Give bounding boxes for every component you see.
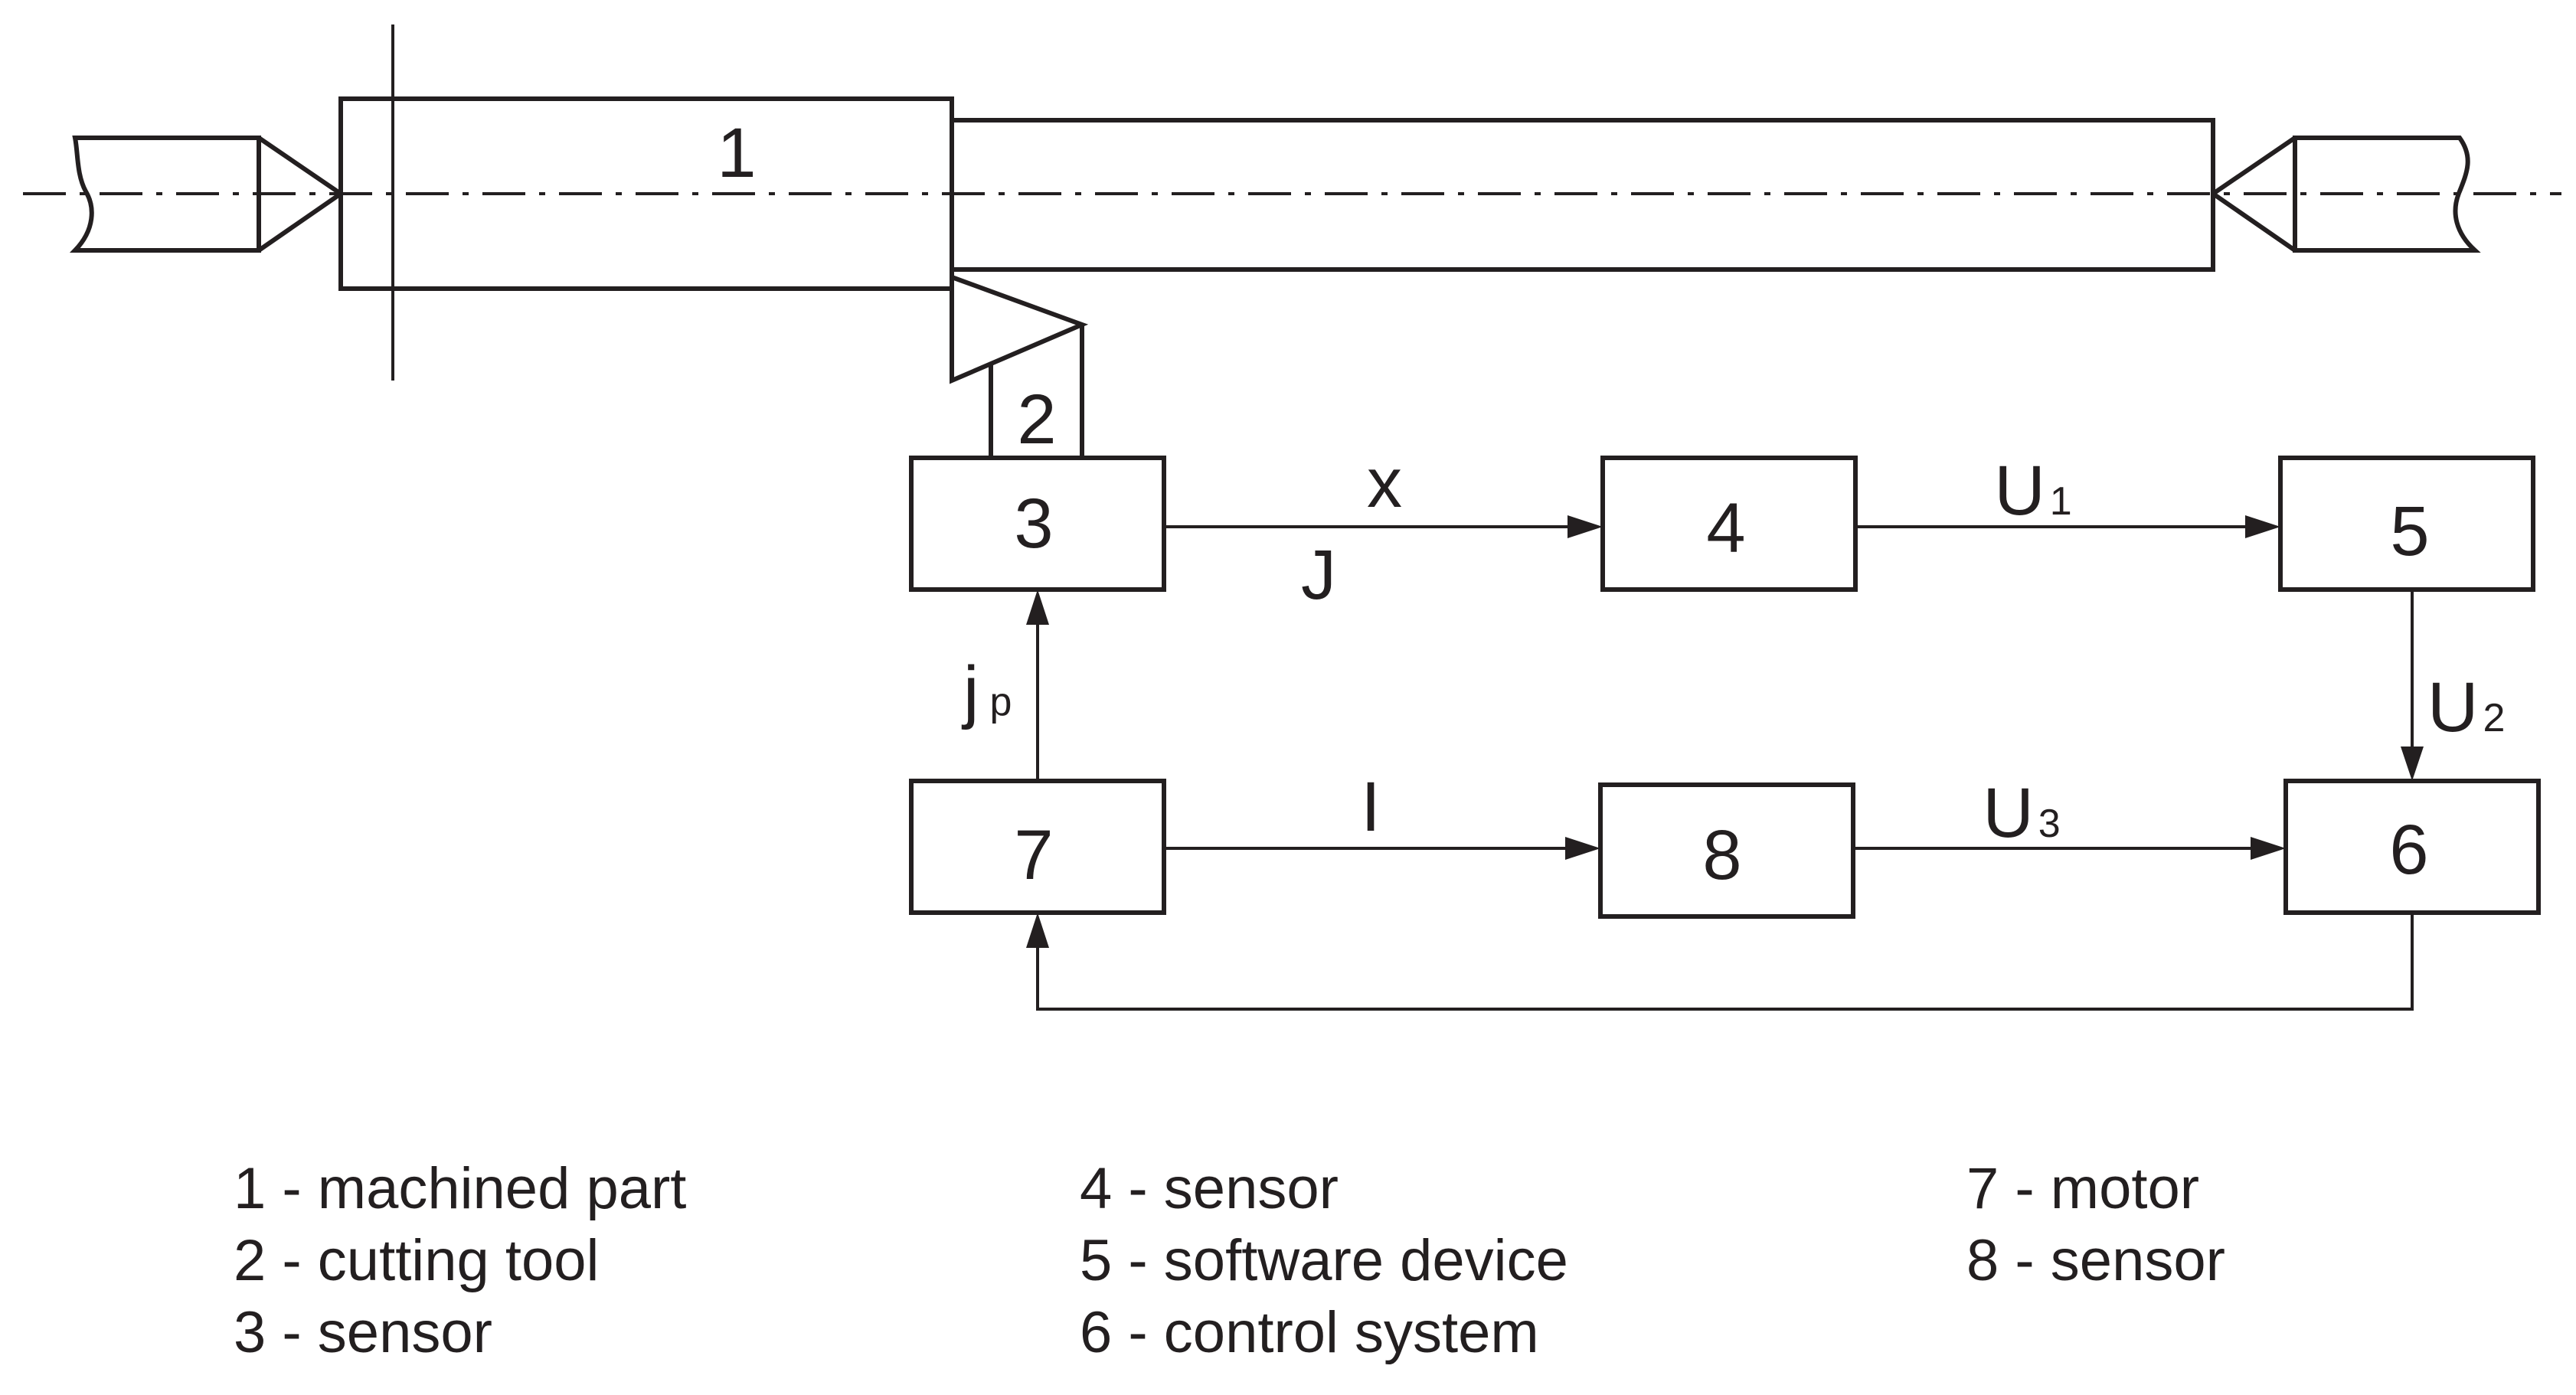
signal-J: J (1301, 536, 1336, 614)
label-part-1: 1 (717, 114, 756, 192)
signal-x: x (1367, 444, 1402, 522)
label-block-8: 8 (1702, 816, 1741, 894)
label-block-5: 5 (2390, 492, 2429, 570)
block-3-sensor (909, 456, 1166, 592)
signal-I: I (1361, 768, 1381, 846)
legend-item-2: 2 - cutting tool (234, 1228, 599, 1293)
legend-item-1: 1 - machined part (234, 1156, 686, 1221)
signal-U1-main: U (1994, 452, 2045, 530)
feedback-6-to-7 (1036, 913, 2414, 1011)
label-block-3: 3 (1014, 485, 1053, 563)
arrowhead-7-to-3 (1026, 590, 1049, 625)
arrowhead-7-to-8 (1565, 837, 1600, 860)
signal-jp-main: j (961, 652, 979, 730)
block-5-software-device (2278, 456, 2535, 592)
block-8-sensor (1598, 782, 1855, 919)
arrowhead-5-to-6 (2401, 747, 2424, 781)
label-block-4: 4 (1706, 489, 1745, 567)
legend-item-3: 3 - sensor (234, 1300, 492, 1365)
signal-U2-sub: 2 (2483, 696, 2505, 740)
signal-U1-sub: 1 (2050, 479, 2072, 524)
legend-item-5: 5 - software device (1080, 1228, 1568, 1293)
signal-U2-main: U (2427, 668, 2478, 747)
legend-item-8: 8 - sensor (1966, 1228, 2225, 1293)
signal-U3-main: U (1983, 774, 2033, 852)
signal-U3-sub: 3 (2038, 802, 2061, 846)
legend-item-4: 4 - sensor (1080, 1156, 1339, 1221)
signal-jp-sub: p (989, 680, 1012, 724)
block-6-control-system (2283, 779, 2541, 915)
arrowhead-4-to-5 (2245, 515, 2280, 538)
connectors (1026, 515, 2424, 1011)
legend: 1 - machined part 2 - cutting tool 3 - s… (234, 1156, 2225, 1365)
label-tool-2: 2 (1017, 381, 1056, 459)
label-block-7: 7 (1014, 816, 1053, 894)
cutting-tool (950, 273, 1089, 458)
arrowhead-8-to-6 (2251, 837, 2286, 860)
legend-item-6: 6 - control system (1080, 1300, 1539, 1365)
label-block-6: 6 (2389, 811, 2428, 889)
arrowhead-6-to-7 (1026, 913, 1049, 948)
legend-item-7: 7 - motor (1966, 1156, 2199, 1221)
arrowhead-3-to-4 (1568, 515, 1603, 538)
block-4-sensor (1600, 456, 1858, 592)
